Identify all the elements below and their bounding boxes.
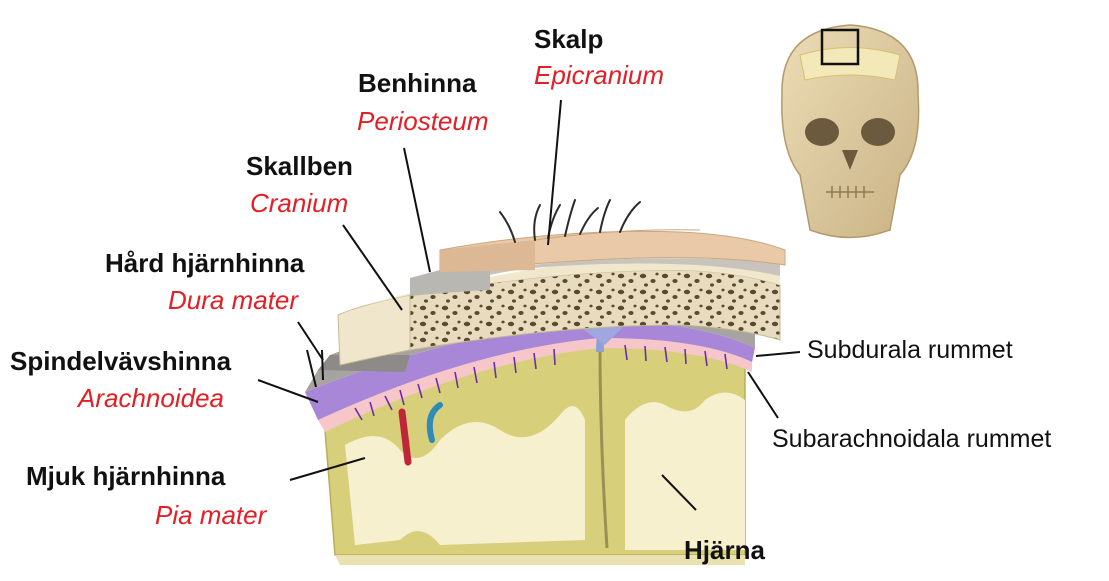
- label-hard-hjarnhinna: Hård hjärnhinna: [105, 250, 304, 276]
- label-subarachnoidala-rummet: Subarachnoidala rummet: [772, 427, 1051, 452]
- label-dura-mater: Dura mater: [168, 287, 298, 313]
- label-pia-mater: Pia mater: [155, 502, 266, 528]
- label-spindelvavshinna: Spindelvävshinna: [10, 348, 231, 374]
- label-subdurala-rummet: Subdurala rummet: [807, 338, 1013, 363]
- label-benhinna: Benhinna: [358, 70, 476, 96]
- label-cranium: Cranium: [250, 190, 348, 216]
- label-arachnoidea: Arachnoidea: [78, 385, 224, 411]
- label-skalp: Skalp: [534, 26, 603, 52]
- label-periosteum: Periosteum: [357, 108, 489, 134]
- label-skallben: Skallben: [246, 153, 353, 179]
- label-hjarna: Hjärna: [684, 537, 765, 563]
- skull-illustration: [782, 25, 919, 238]
- label-epicranium: Epicranium: [534, 62, 664, 88]
- label-mjuk-hjarnhinna: Mjuk hjärnhinna: [26, 463, 225, 489]
